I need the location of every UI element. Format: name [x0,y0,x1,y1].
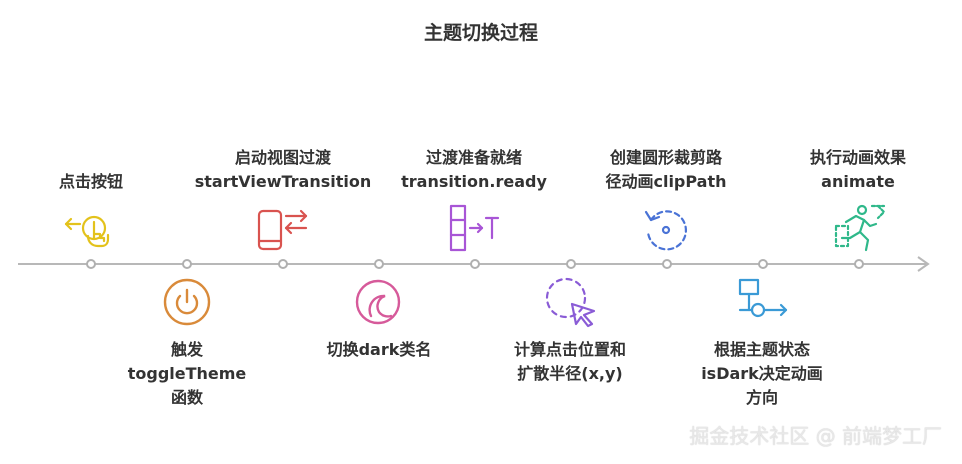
watermark-text: 掘金技术社区 @ 前端梦工厂 [689,424,942,448]
timeline-node [854,259,864,269]
step-5-label: 过渡准备就绪 transition.ready [401,148,547,191]
step-8-label: 根据主题状态 isDark决定动画 方向 [701,340,823,407]
step-6-label: 计算点击位置和 扩散半径(x,y) [513,340,626,383]
timeline-node [182,259,192,269]
step-1-label: 点击按钮 [58,172,123,191]
running-exit-icon [834,204,886,252]
timeline-node [566,259,576,269]
step-2-label: 触发 toggleTheme 函数 [127,340,247,407]
timeline-node [662,259,672,269]
rotate-circle-icon [644,210,687,251]
stack-arrow-icon [449,204,500,252]
timeline-node [86,259,96,269]
step-9-label: 执行动画效果 animate [809,148,906,191]
step-7-label: 创建圆形裁剪路 径动画clipPath [605,148,727,191]
power-icon [163,278,211,326]
pointing-hand-icon [64,215,110,248]
cursor-circle-icon [545,277,596,328]
crescent-icon [355,279,401,325]
step-4-label: 切换dark类名 [326,340,432,359]
timeline-node [470,259,480,269]
phone-switch-icon [257,209,308,251]
step-3-label: 启动视图过渡 startViewTransition [194,148,372,191]
diagram-title: 主题切换过程 [423,22,538,44]
timeline-node [374,259,384,269]
timeline-node [278,259,288,269]
flowchart-icon [738,278,788,318]
timeline-node [758,259,768,269]
